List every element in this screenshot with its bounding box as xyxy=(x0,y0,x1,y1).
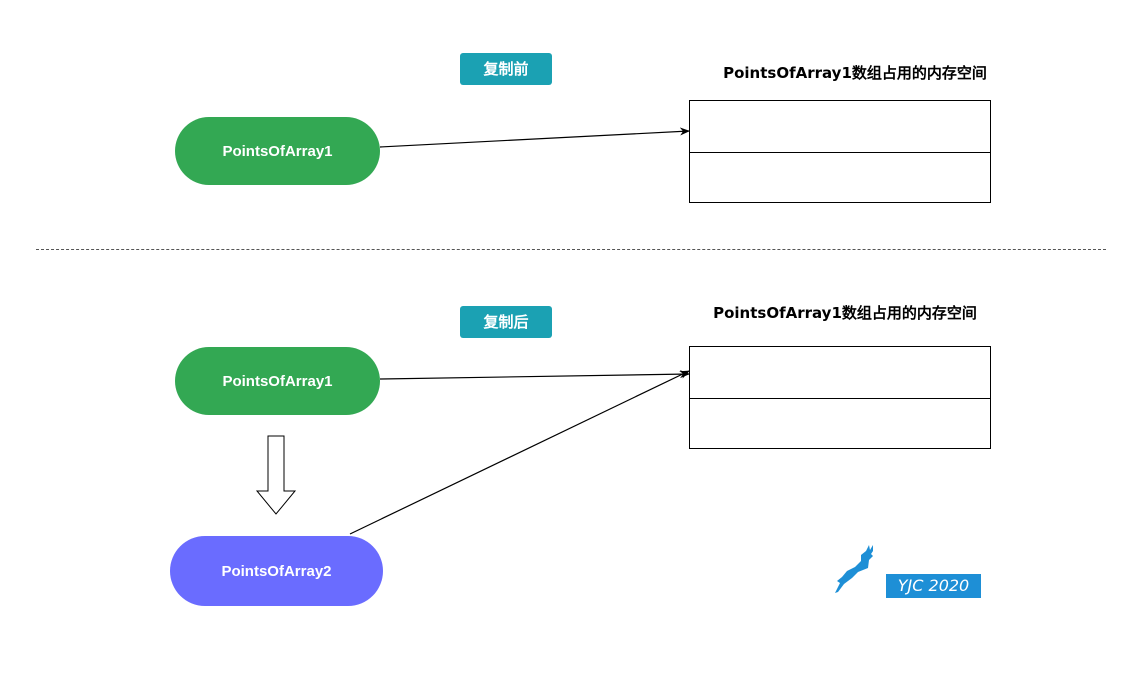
badge-before-copy: 复制前 xyxy=(460,53,552,85)
memory-block-before xyxy=(689,100,991,203)
memory-block-after xyxy=(689,346,991,449)
pointer-array1-before-label: PointsOfArray1 xyxy=(222,142,333,160)
memory-cell xyxy=(690,151,990,203)
section-divider xyxy=(36,249,1106,250)
pointer-array1-after-label: PointsOfArray1 xyxy=(222,372,333,390)
memory-caption-after: PointsOfArray1数组占用的内存空间 xyxy=(713,304,977,322)
watermark-label: YJC 2020 xyxy=(886,574,981,598)
reference-arrow-array2 xyxy=(349,370,690,535)
down-arrow-icon xyxy=(255,435,297,515)
reference-arrow-before xyxy=(379,127,690,148)
pointer-array1-after: PointsOfArray1 xyxy=(175,347,380,415)
pointer-array1-before: PointsOfArray1 xyxy=(175,117,380,185)
reference-arrow-array1-after xyxy=(379,370,690,380)
pointer-array2-label: PointsOfArray2 xyxy=(221,562,332,580)
memory-caption-before: PointsOfArray1数组占用的内存空间 xyxy=(723,64,987,82)
deer-icon xyxy=(835,545,873,593)
pointer-array2: PointsOfArray2 xyxy=(170,536,383,606)
memory-cell xyxy=(690,397,990,449)
badge-after-copy: 复制后 xyxy=(460,306,552,338)
